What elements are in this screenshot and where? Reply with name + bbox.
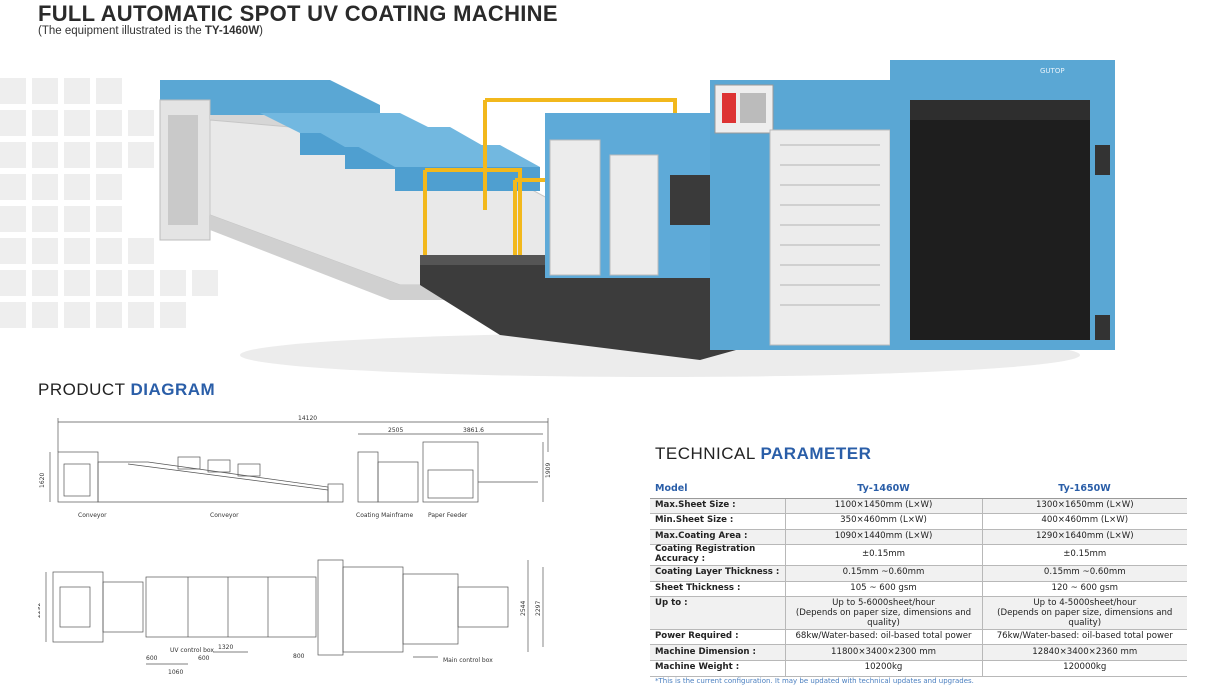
machine-illustration: GUTOP [159,60,1115,377]
row-label: Coating Registration Accuracy : [650,544,785,567]
diagram-heading: PRODUCT DIAGRAM [38,380,215,400]
dim-top-d: 1320 [218,644,233,651]
cell-ty1460w: 1090×1440mm (L×W) [784,529,983,546]
page-subtitle: (The equipment illustrated is the TY-146… [38,25,263,37]
cell-ty1460w: ±0.15mm [784,544,983,567]
table-row: Max.Sheet Size : 1100×1450mm (L×W) 1300×… [650,498,1187,515]
parameter-heading-accent: PARAMETER [760,444,872,463]
dim-top-right-inner: 2544 [520,601,527,616]
label-conveyor-2: Conveyor [210,512,239,519]
side-view-drawing: 14120 2505 3861.6 1620 1909 Conveyor Con… [39,415,552,519]
subtitle-suffix: ) [259,25,264,37]
cell-ty1460w: Up to 5-6000sheet/hour (Depends on paper… [784,596,983,630]
cell-line: Up to 5-6000sheet/hour [832,598,935,609]
cell-ty1650w: Up to 4-5000sheet/hour (Depends on paper… [982,596,1187,630]
label-paper-feeder: Paper Feeder [428,512,468,519]
cell-note: (Depends on paper size, dimensions and q… [795,608,972,628]
cell-ty1650w: 120000kg [982,660,1187,677]
cell-note: (Depends on paper size, dimensions and q… [997,608,1173,628]
dim-height-left: 1620 [39,473,46,488]
label-coating-mainframe: Coating Mainframe [356,512,413,519]
table-row: Power Required : 68kw/Water-based: oil-b… [650,629,1187,646]
subtitle-model: TY-1460W [204,25,260,37]
cell-ty1650w: 76kw/Water-based: oil-based total power [982,629,1187,646]
column-header-model: Model [650,480,785,499]
row-label: Machine Dimension : [650,644,785,662]
cell-ty1460w: 1100×1450mm (L×W) [784,498,983,515]
configuration-footnote: *This is the current configuration. It m… [655,677,974,685]
table-row: Up to : Up to 5-6000sheet/hour (Depends … [650,596,1187,630]
cell-ty1460w: 10200kg [784,660,983,677]
table-row: Max.Coating Area : 1090×1440mm (L×W) 129… [650,529,1187,546]
column-header-ty1460w: Ty-1460W [785,480,982,499]
dim-height-right: 1909 [545,463,552,478]
row-label: Max.Sheet Size : [650,498,785,515]
column-header-ty1650w: Ty-1650W [982,480,1187,499]
diagram-heading-plain: PRODUCT [38,380,131,399]
row-label: Max.Coating Area : [650,529,785,546]
technical-parameter-table: Model Ty-1460W Ty-1650W Max.Sheet Size :… [650,480,1187,677]
dim-coating: 2505 [388,427,403,434]
dim-top-e: 800 [293,653,305,660]
main-control-box-label: Main control box [443,657,493,664]
row-label: Min.Sheet Size : [650,513,785,530]
label-conveyor-1: Conveyor [78,512,107,519]
page-title: FULL AUTOMATIC SPOT UV COATING MACHINE [38,1,558,26]
cell-ty1650w: 0.15mm ~0.60mm [982,565,1187,582]
row-label: Coating Layer Thickness : [650,565,785,582]
cell-ty1460w: 0.15mm ~0.60mm [784,565,983,582]
table-row: Coating Registration Accuracy : ±0.15mm … [650,544,1187,567]
cell-ty1650w: ±0.15mm [982,544,1187,567]
cell-ty1650w: 400×460mm (L×W) [982,513,1187,530]
table-row: Min.Sheet Size : 350×460mm (L×W) 400×460… [650,513,1187,530]
subtitle-prefix: (The equipment illustrated is the [38,25,205,37]
machine-badge: GUTOP [1040,67,1065,75]
dim-feeder: 3861.6 [463,427,484,434]
uv-control-box-label: UV control box [170,647,214,654]
dim-top-left: 2292 [38,603,42,618]
dim-top-b: 600 [198,655,210,662]
row-label: Sheet Thickness : [650,581,785,598]
diagram-heading-accent: DIAGRAM [130,380,216,399]
background-square-pattern [0,78,218,328]
row-label: Up to : [650,596,785,630]
row-label: Machine Weight : [650,660,785,677]
dim-top-c: 1060 [168,669,183,676]
dim-top-a: 600 [146,655,158,662]
cell-ty1650w: 1300×1650mm (L×W) [982,498,1187,515]
cell-ty1650w: 12840×3400×2360 mm [982,644,1187,662]
dim-total: 14120 [298,415,317,422]
cell-ty1460w: 11800×3400×2300 mm [784,644,983,662]
top-view-drawing: 2292 2544 2297 600 600 1060 1320 800 UV … [38,559,544,676]
cell-ty1650w: 1290×1640mm (L×W) [982,529,1187,546]
cell-ty1460w: 105 ~ 600 gsm [784,581,983,598]
cell-ty1460w: 350×460mm (L×W) [784,513,983,530]
table-header-row: Model Ty-1460W Ty-1650W [650,480,1187,499]
dim-top-right-outer: 2297 [535,601,542,616]
parameter-heading: TECHNICAL PARAMETER [655,444,871,464]
row-label: Power Required : [650,629,785,646]
table-row: Coating Layer Thickness : 0.15mm ~0.60mm… [650,565,1187,582]
cell-line: Up to 4-5000sheet/hour [1033,598,1137,609]
table-row: Machine Weight : 10200kg 120000kg [650,660,1187,677]
cell-ty1460w: 68kw/Water-based: oil-based total power [784,629,983,646]
cell-ty1650w: 120 ~ 600 gsm [982,581,1187,598]
parameter-heading-plain: TECHNICAL [655,444,761,463]
table-row: Sheet Thickness : 105 ~ 600 gsm 120 ~ 60… [650,581,1187,598]
table-row: Machine Dimension : 11800×3400×2300 mm 1… [650,644,1187,662]
